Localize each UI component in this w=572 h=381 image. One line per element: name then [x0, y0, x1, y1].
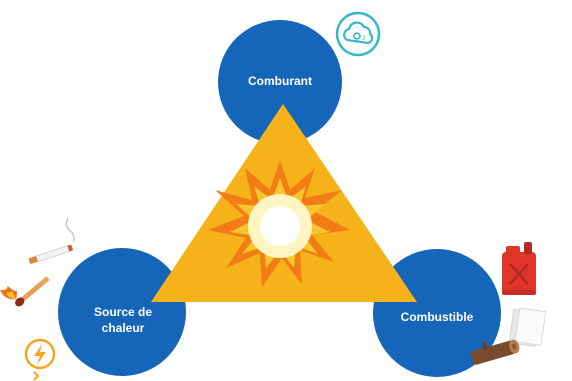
wood-log-icon: [470, 339, 520, 365]
source-de-chaleur-circle: [58, 248, 186, 376]
combustible-circle: [373, 249, 501, 377]
svg-text:2: 2: [362, 36, 366, 42]
oxygen-cloud-icon: 2: [335, 11, 381, 57]
source-de-chaleur-label: Source de chaleur: [93, 305, 153, 335]
comburant-label: Comburant: [248, 74, 312, 88]
comburant-circle: [218, 20, 342, 144]
combustible-label: Combustible: [400, 310, 474, 324]
paper-icon: [508, 307, 547, 347]
explosion-icon: [208, 160, 350, 287]
cigarette-icon: [28, 218, 75, 265]
electricity-icon: [24, 338, 56, 381]
fuel-can-icon: [502, 242, 536, 295]
match-icon: [0, 276, 50, 307]
